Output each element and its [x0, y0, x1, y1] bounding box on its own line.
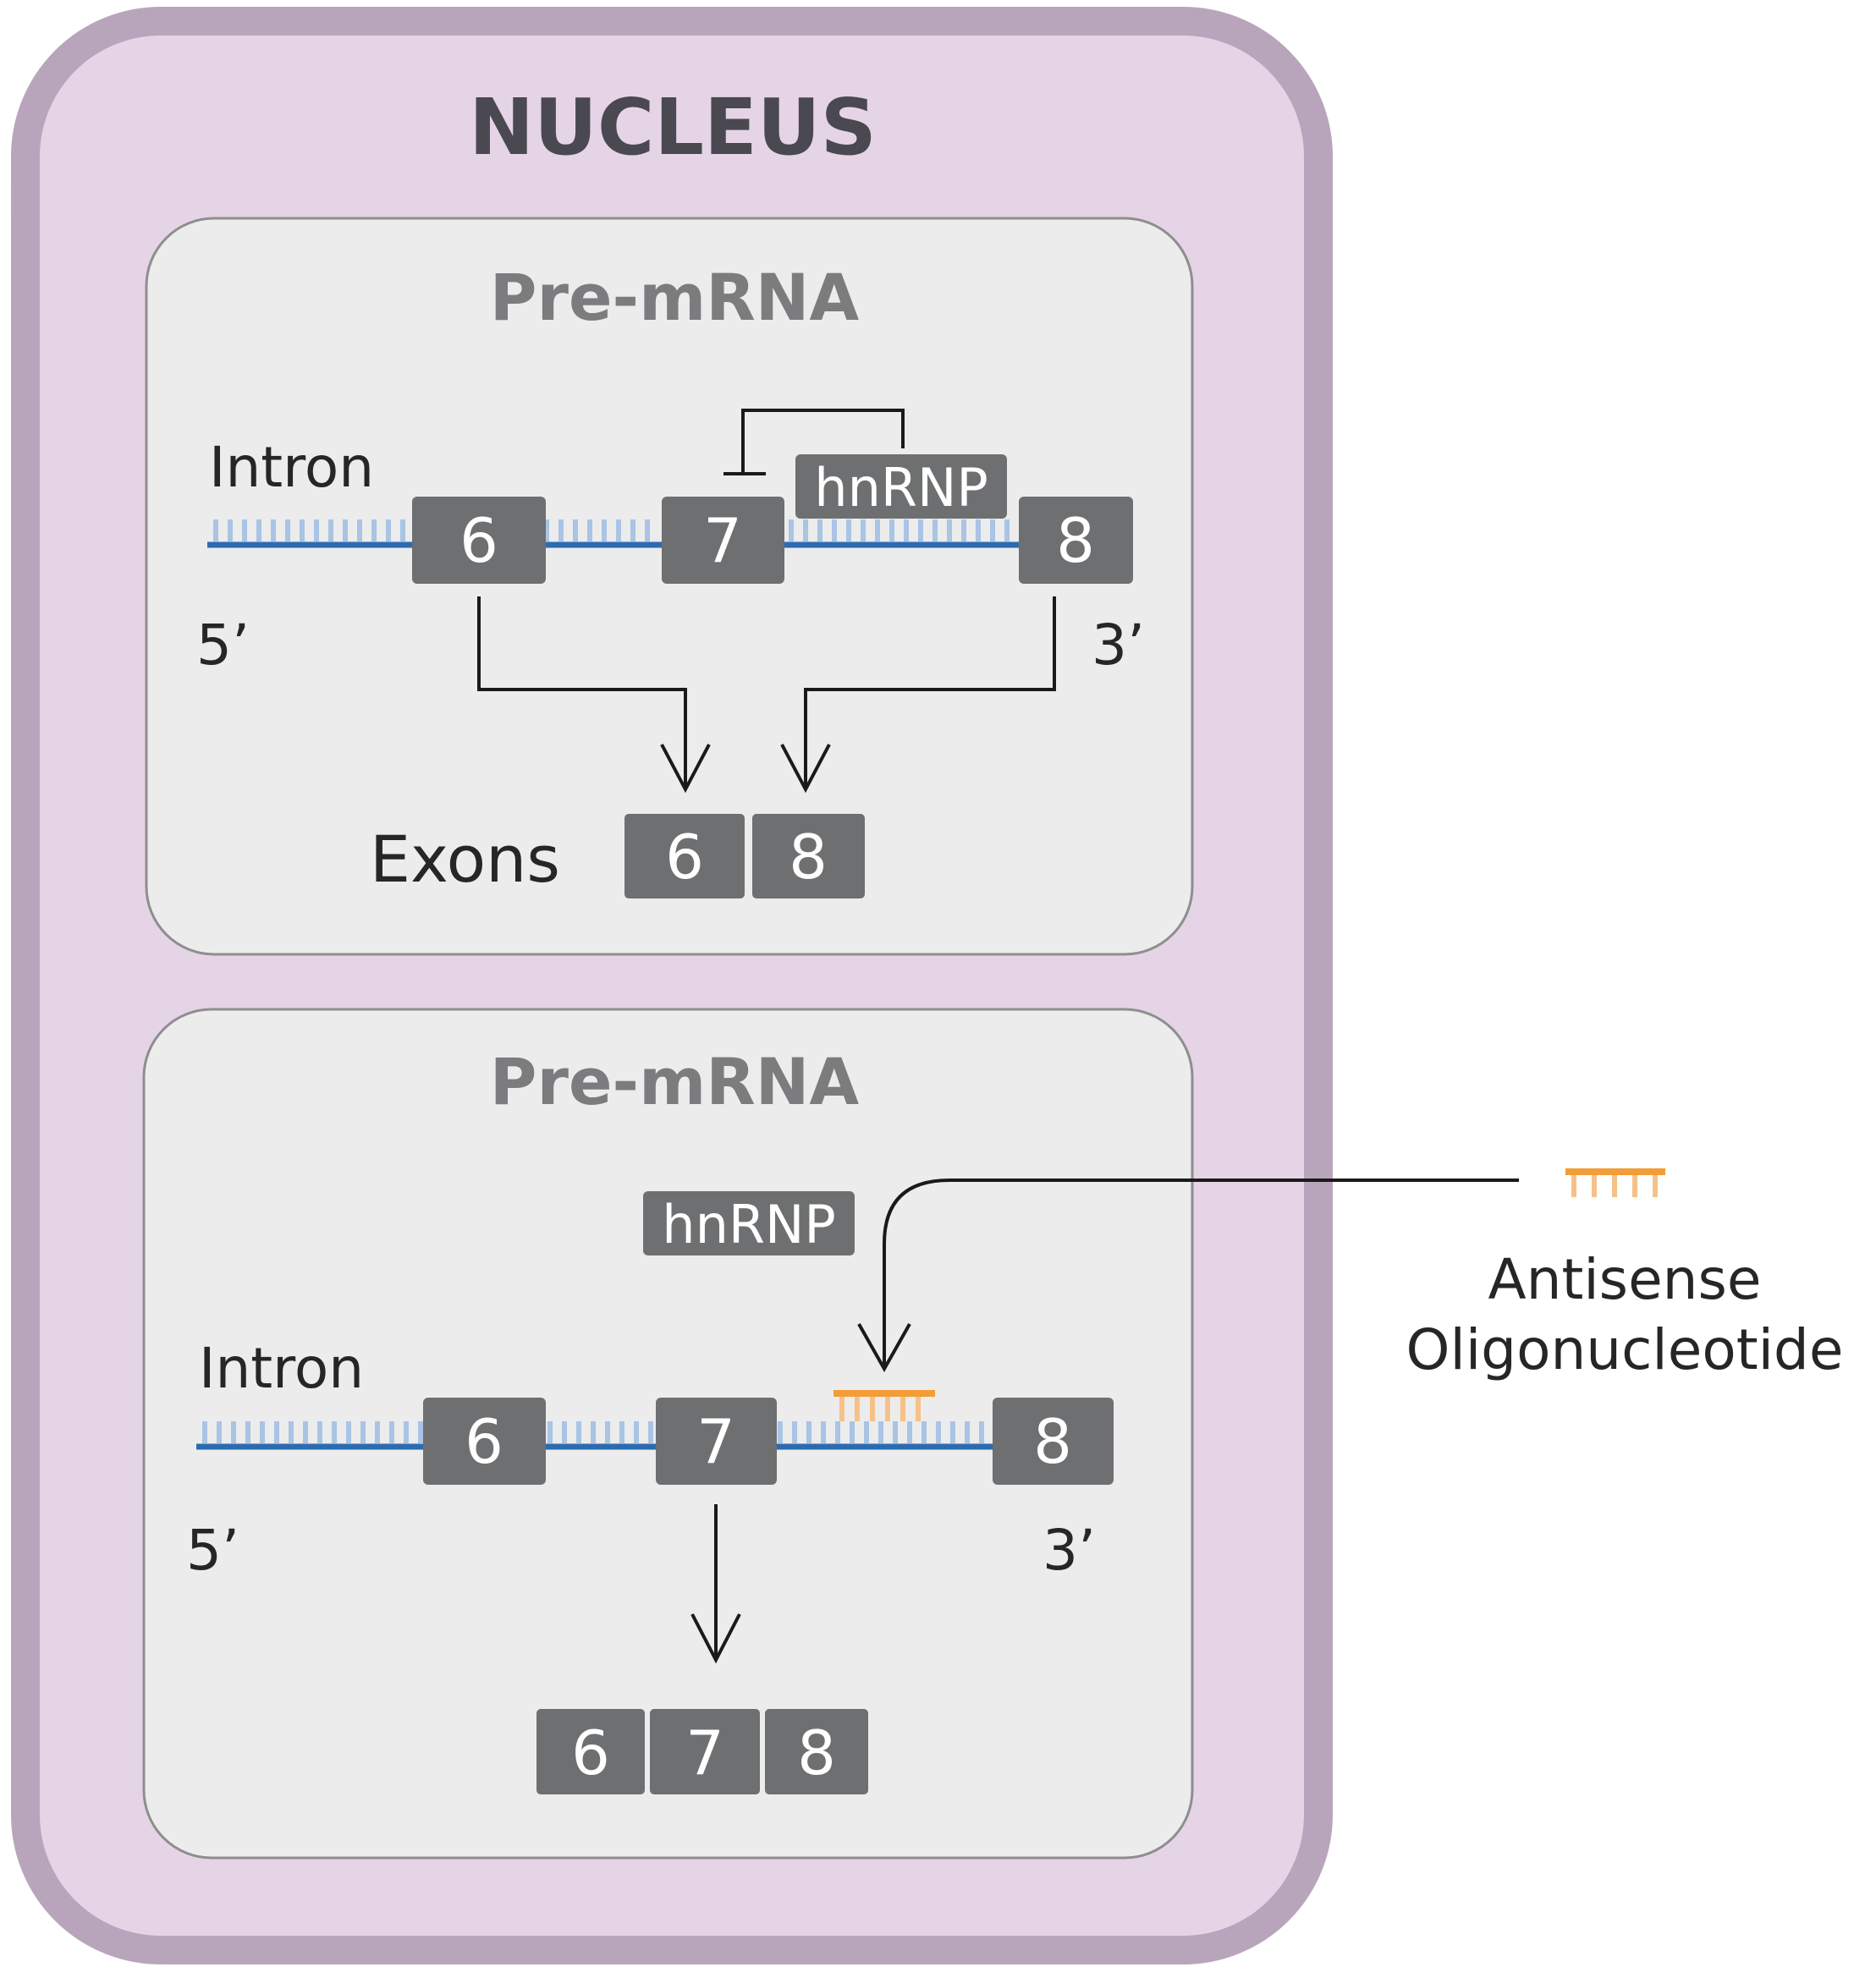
hnrnp-top: hnRNP	[795, 454, 1007, 519]
hnrnp-bottom: hnRNP	[643, 1191, 855, 1255]
five-prime-bottom: 5’	[186, 1518, 239, 1583]
exon-6-top: 6	[412, 497, 546, 584]
panel-top-background	[145, 217, 1194, 956]
exon-7-bottom-label: 7	[696, 1406, 735, 1477]
bound-aso	[833, 1390, 935, 1421]
intron-label-top: Intron	[209, 435, 374, 500]
result-exon-6-top: 6	[624, 814, 745, 898]
result-exon-8-bottom-label: 8	[797, 1717, 836, 1788]
five-prime-top: 5’	[196, 613, 250, 678]
panel-top: Pre-mRNA Intron 6 7 8 hnRNP 5’ 3’	[145, 217, 1194, 956]
mrna-strand-top	[207, 519, 1028, 548]
aso-delivery-arrow	[857, 1179, 1519, 1373]
splice-arrow-exon8-top	[780, 596, 1056, 794]
splice-arrow-bottom	[690, 1504, 741, 1664]
nucleus-title: NUCLEUS	[469, 82, 877, 173]
exon-8-top-label: 8	[1056, 505, 1095, 576]
antisense-oligo	[1565, 1168, 1665, 1197]
hnrnp-top-label: hnRNP	[814, 457, 988, 519]
result-exon-6-bottom-label: 6	[571, 1717, 610, 1788]
panel-bottom: Pre-mRNA hnRNP Intron 6 7 8 5’ 3’	[142, 1008, 1194, 1860]
exon-8-bottom-label: 8	[1033, 1406, 1072, 1477]
exons-result-label: Exons	[370, 821, 560, 897]
panel-bottom-title: Pre-mRNA	[490, 1044, 860, 1119]
inhibition-arrow-icon	[723, 409, 905, 475]
exon-7-bottom: 7	[656, 1398, 777, 1485]
exon-6-bottom-label: 6	[465, 1406, 503, 1477]
result-exon-7-bottom-label: 7	[685, 1717, 724, 1788]
result-exon-8-top-label: 8	[789, 821, 828, 893]
exon-7-top-label: 7	[703, 505, 742, 576]
aso-label-line2: Oligonucleotide	[1406, 1317, 1844, 1382]
aso-label-line1: Antisense	[1488, 1247, 1761, 1312]
splice-arrow-exon6-top	[477, 596, 711, 794]
three-prime-top: 3’	[1092, 613, 1145, 678]
panel-top-title: Pre-mRNA	[490, 260, 860, 335]
intron-label-bottom: Intron	[199, 1336, 364, 1401]
result-exon-6-top-label: 6	[665, 821, 704, 893]
result-exon-6-bottom: 6	[536, 1709, 645, 1794]
three-prime-bottom: 3’	[1043, 1518, 1096, 1583]
exon-8-top: 8	[1019, 497, 1133, 584]
exon-6-bottom: 6	[423, 1398, 546, 1485]
result-exon-8-bottom: 8	[765, 1709, 868, 1794]
exon-8-bottom: 8	[993, 1398, 1114, 1485]
result-exon-8-top: 8	[752, 814, 865, 898]
exon-6-top-label: 6	[459, 505, 498, 576]
hnrnp-bottom-label: hnRNP	[662, 1194, 835, 1255]
result-exon-7-bottom: 7	[650, 1709, 760, 1794]
mrna-strand-bottom	[196, 1421, 1007, 1450]
exon-7-top: 7	[662, 497, 784, 584]
